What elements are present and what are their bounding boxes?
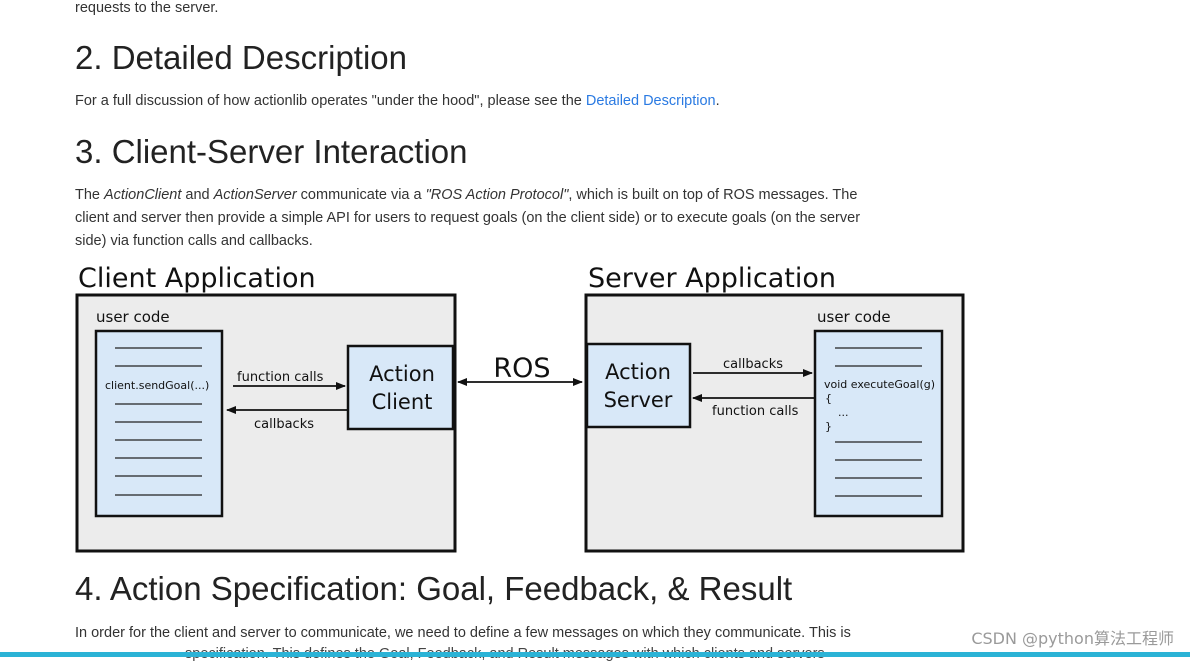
client-function-calls-label: function calls (237, 370, 324, 385)
section4-heading: 4. Action Specification: Goal, Feedback,… (75, 570, 793, 607)
action-client-label-line1: Action (369, 362, 435, 386)
ros-label: ROS (493, 353, 550, 384)
detailed-description-link[interactable]: Detailed Description (585, 93, 716, 109)
section3-paragraph-line1: The ActionClient and ActionServer commun… (75, 184, 857, 207)
term-action-client: ActionClient (104, 187, 182, 203)
text-the: The (75, 187, 105, 203)
section3-paragraph-line2: client and server then provide a simple … (75, 210, 861, 226)
server-user-code-label: user code (817, 308, 891, 326)
text-and: and (181, 187, 214, 203)
code-brace-close: } (825, 420, 832, 433)
client-server-diagram: Client Application user code client.send… (75, 263, 965, 553)
execute-goal-code: void executeGoal(g) (824, 378, 935, 391)
server-code-lines (835, 347, 922, 497)
server-callbacks-label: callbacks (723, 357, 783, 372)
text-line1-end: , which is built on top of ROS messages.… (568, 187, 858, 203)
section3-paragraph-line3: side) via function calls and callbacks. (75, 233, 313, 249)
section2-text: For a full discussion of how actionlib o… (75, 93, 586, 109)
action-server-label-line1: Action (605, 360, 671, 384)
action-client-label-line2: Client (372, 390, 433, 414)
section2-paragraph: For a full discussion of how actionlib o… (75, 90, 720, 113)
action-server-box (585, 342, 692, 429)
server-function-calls-label: function calls (712, 404, 799, 419)
client-callbacks-label: callbacks (254, 417, 314, 432)
server-user-code-box (813, 329, 944, 518)
csdn-watermark: CSDN @python算法工程师 (971, 629, 1174, 648)
action-server-label-line2: Server (604, 388, 673, 412)
server-application-title: Server Application (588, 263, 836, 294)
client-user-code-box (94, 329, 224, 518)
client-application-title: Client Application (78, 263, 316, 294)
bottom-accent-bar (0, 652, 1190, 657)
section4-paragraph-line1: In order for the client and server to co… (75, 625, 851, 641)
code-ellipsis: ... (838, 406, 849, 419)
term-action-server: ActionServer (213, 187, 297, 203)
action-client-box (346, 344, 455, 431)
client-code-lines (115, 347, 202, 496)
client-user-code-label: user code (96, 308, 170, 326)
send-goal-code: client.sendGoal(...) (105, 379, 209, 392)
section2-period: . (715, 93, 720, 109)
term-ros-action-protocol: "ROS Action Protocol" (425, 187, 569, 203)
code-brace-open: { (825, 392, 832, 405)
top-text-fragment: requests to the server. (75, 0, 219, 16)
text-mid: communicate via a (296, 187, 426, 203)
section2-heading: 2. Detailed Description (75, 39, 407, 76)
section3-heading: 3. Client-Server Interaction (75, 133, 468, 170)
